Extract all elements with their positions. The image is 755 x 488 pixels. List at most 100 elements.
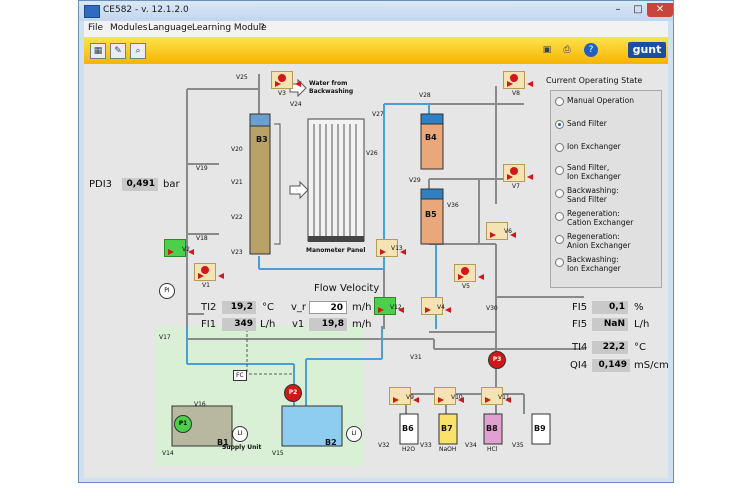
window-title: CE582 - v. 12.1.2.0 (103, 5, 189, 15)
menu-modules[interactable]: Modules (110, 23, 148, 33)
valve-v5[interactable] (454, 264, 484, 282)
ti4-value: 22,2 (592, 341, 628, 354)
ti2-unit: °C (262, 302, 274, 313)
radio-regen-cation[interactable] (555, 212, 564, 221)
valve-v1[interactable] (194, 263, 224, 281)
b4-label: B4 (425, 133, 437, 142)
ti2-name: TI2 (201, 302, 217, 313)
menu-bar: File Modules Language Learning Module ? (84, 21, 668, 38)
help-icon[interactable]: ? (584, 43, 598, 57)
app-icon (84, 5, 100, 18)
fi5b-name: FI5 (572, 319, 588, 330)
v29-label: V29 (409, 177, 421, 184)
naoh-label: NaOH (439, 446, 457, 453)
v10-label: V10 (451, 394, 463, 401)
b8-label: B8 (486, 424, 498, 433)
op-option-label: Manual Operation (567, 96, 634, 105)
v1-name: v1 (292, 319, 305, 330)
v20-label: V20 (231, 146, 243, 153)
fi5a-unit: % (634, 302, 644, 313)
v12-label: V12 (390, 304, 402, 311)
v7-label: V7 (512, 183, 520, 190)
b3-label: B3 (256, 135, 268, 144)
v14-label: V14 (162, 450, 174, 457)
op-state-panel: Manual Operation Sand Filter Ion Exchang… (550, 90, 662, 288)
v30-label: V30 (486, 305, 498, 312)
maximize-button[interactable]: □ (633, 4, 643, 15)
title-bar[interactable]: CE582 - v. 12.1.2.0 – □ ✕ (79, 1, 673, 21)
edit-icon[interactable]: ✎ (110, 43, 126, 59)
valve-v3[interactable] (271, 71, 301, 89)
v-r-name: v_r (291, 302, 307, 313)
op-option-label: Regeneration: Cation Exchanger (567, 209, 634, 227)
v15-label: V15 (272, 450, 284, 457)
v35-label: V35 (512, 442, 524, 449)
ti2-value: 19,2 (222, 301, 256, 314)
radio-sandfilter-ionexchanger[interactable] (555, 166, 564, 175)
manometer-panel-label: Manometer Panel (306, 247, 366, 254)
radio-backwashing-ion[interactable] (555, 258, 564, 267)
v4-label: V4 (437, 304, 445, 311)
v27-label: V27 (372, 111, 384, 118)
radio-backwashing-sand[interactable] (555, 189, 564, 198)
qi4-unit: mS/cm (634, 360, 669, 371)
b5-label: B5 (425, 210, 437, 219)
fi5b-value: NaN (592, 318, 628, 331)
v13-label: V13 (391, 245, 403, 252)
menu-help[interactable]: ? (260, 23, 265, 33)
v23-label: V23 (231, 249, 243, 256)
pdi3-name: PDI3 (89, 179, 113, 190)
v3-label: V3 (278, 90, 286, 97)
b9-label: B9 (534, 424, 546, 433)
supply-unit-label: Supply Unit (222, 444, 262, 451)
b7-label: B7 (441, 424, 453, 433)
v-r-input[interactable]: 20 (309, 301, 347, 314)
backwashing-label: Backwashing (309, 88, 354, 95)
process-diagram: B3 B4 B5 B1 B2 B6 B7 B8 B9 H2O NaOH HCl … (84, 64, 669, 478)
valve-v4[interactable] (421, 297, 451, 315)
ti4-unit: °C (634, 342, 646, 353)
fi5b-unit: L/h (634, 319, 650, 330)
radio-manual[interactable] (555, 97, 564, 106)
valve-v2[interactable] (164, 239, 194, 257)
radio-regen-anion[interactable] (555, 235, 564, 244)
pump-p2[interactable]: P2 (284, 384, 302, 402)
valve-v8[interactable] (503, 71, 533, 89)
v24-label: V24 (290, 101, 302, 108)
valve-v10[interactable] (434, 387, 464, 405)
op-option-label: Sand Filter, Ion Exchanger (567, 163, 621, 181)
v8-label: V8 (512, 90, 520, 97)
pdi3-value: 0,491 (122, 178, 158, 191)
valve-v11[interactable] (481, 387, 511, 405)
close-button[interactable]: ✕ (647, 3, 673, 17)
pi-indicator: PI (159, 283, 175, 299)
valve-v9[interactable] (389, 387, 419, 405)
toolbar: ▦ ✎ ⌕ ▣ ⎙ ? gunt (84, 38, 668, 64)
fi1-name: FI1 (201, 319, 217, 330)
li-indicator-b1: LI (232, 426, 248, 442)
menu-language[interactable]: Language (148, 23, 193, 33)
menu-learning-module[interactable]: Learning Module (192, 23, 267, 33)
zoom-icon[interactable]: ⌕ (130, 43, 146, 59)
op-option-label: Regeneration: Anion Exchanger (567, 232, 631, 250)
valve-v6[interactable] (486, 222, 516, 240)
radio-sand-filter[interactable] (555, 120, 564, 129)
fi1-unit: L/h (260, 319, 276, 330)
op-option-label: Backwashing: Sand Filter (567, 186, 619, 204)
print-icon[interactable]: ⎙ (563, 45, 571, 55)
valve-v12[interactable] (374, 297, 404, 315)
pump-p1[interactable]: P1 (174, 415, 192, 433)
pump-p3[interactable]: P3 (488, 351, 506, 369)
minimize-button[interactable]: – (615, 4, 621, 15)
v16-label: V16 (194, 401, 206, 408)
op-option-label: Sand Filter (567, 119, 607, 128)
valve-v13[interactable] (376, 239, 406, 257)
computer-icon[interactable]: ▣ (542, 45, 552, 55)
chart-icon[interactable]: ▦ (90, 43, 106, 59)
menu-file[interactable]: File (88, 23, 104, 33)
v2-label: V2 (182, 246, 190, 253)
valve-v7[interactable] (503, 164, 533, 182)
fc-controller: FC (233, 370, 247, 381)
water-from-label: Water from (309, 80, 348, 87)
radio-ion-exchanger[interactable] (555, 143, 564, 152)
